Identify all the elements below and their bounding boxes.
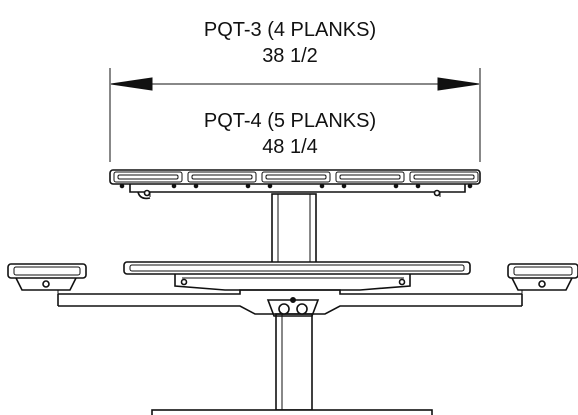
plank-inner-outline bbox=[117, 174, 179, 180]
base-plate bbox=[151, 409, 433, 415]
plank-bolt bbox=[193, 183, 199, 189]
dimension-label-pqt3-value: 38 1/2 bbox=[262, 45, 318, 67]
right-seat bbox=[507, 263, 578, 306]
dimension-label-pqt3-model: PQT-3 (4 PLANKS) bbox=[204, 19, 376, 41]
center-bench bbox=[123, 261, 471, 291]
left-seat bbox=[7, 263, 87, 306]
plank-bolt bbox=[267, 183, 273, 189]
plank-bolt bbox=[119, 183, 125, 189]
plank-inner-outline bbox=[191, 174, 253, 180]
center-column bbox=[271, 193, 317, 411]
plank-bolt bbox=[467, 183, 473, 189]
plank-inner-outline bbox=[339, 174, 401, 180]
center-hub bbox=[266, 297, 320, 317]
table-top bbox=[109, 169, 481, 200]
plank-outline bbox=[409, 171, 479, 183]
plank-outline bbox=[113, 171, 183, 183]
plank-outline bbox=[335, 171, 405, 183]
plank-bolt bbox=[393, 183, 399, 189]
plank-bolt bbox=[319, 183, 325, 189]
dimension-label-pqt4-model: PQT-4 (5 PLANKS) bbox=[204, 110, 376, 132]
plank-outline bbox=[187, 171, 257, 183]
cross-beam bbox=[57, 289, 523, 315]
plank-bolt bbox=[171, 183, 177, 189]
plank-outline bbox=[261, 171, 331, 183]
dimension-line bbox=[109, 68, 481, 162]
plank-inner-outline bbox=[413, 174, 475, 180]
plank-inner-outline bbox=[265, 174, 327, 180]
plank-bolt bbox=[415, 183, 421, 189]
plank-bolt bbox=[341, 183, 347, 189]
dimension-label-pqt4-value: 48 1/4 bbox=[262, 136, 318, 158]
plank-bolt bbox=[245, 183, 251, 189]
